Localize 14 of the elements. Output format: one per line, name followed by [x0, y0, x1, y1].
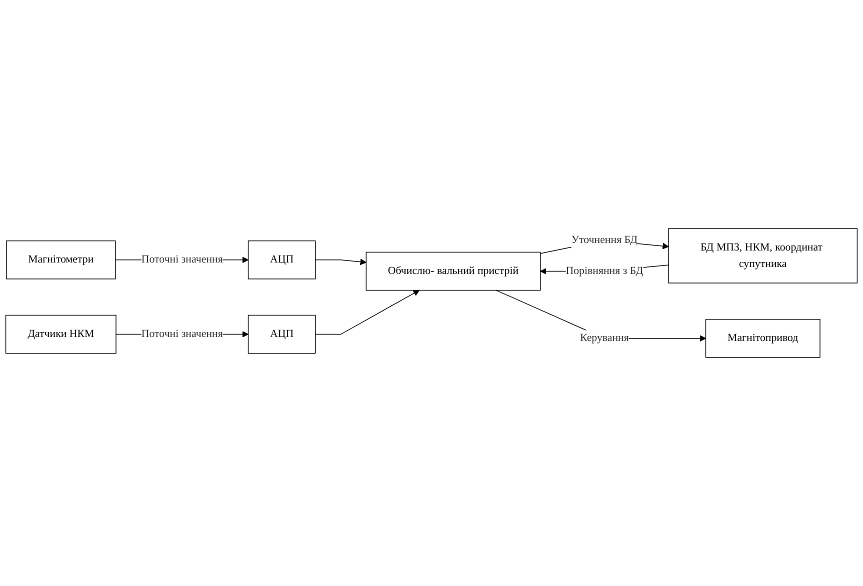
edge-label: Керування — [580, 332, 629, 344]
node-box: АЦП — [248, 240, 316, 280]
edge-label: Порівняння з БД — [566, 265, 644, 277]
arrow — [315, 290, 420, 335]
edge-label: Уточнення БД — [571, 234, 638, 246]
node-box: БД МПЗ, НКМ, координат супутника — [668, 228, 858, 284]
edge-label: Поточні значення — [141, 254, 223, 266]
edge-label: Поточні значення — [141, 328, 223, 340]
node-box: АЦП — [248, 314, 316, 354]
node-box: Магнітометри — [6, 240, 116, 280]
node-box: Магнітопривод — [705, 318, 820, 358]
node-box: Датчики НКМ — [5, 314, 116, 354]
arrow — [315, 258, 366, 266]
node-box: Обчислю- вальний пристрій — [366, 252, 541, 291]
